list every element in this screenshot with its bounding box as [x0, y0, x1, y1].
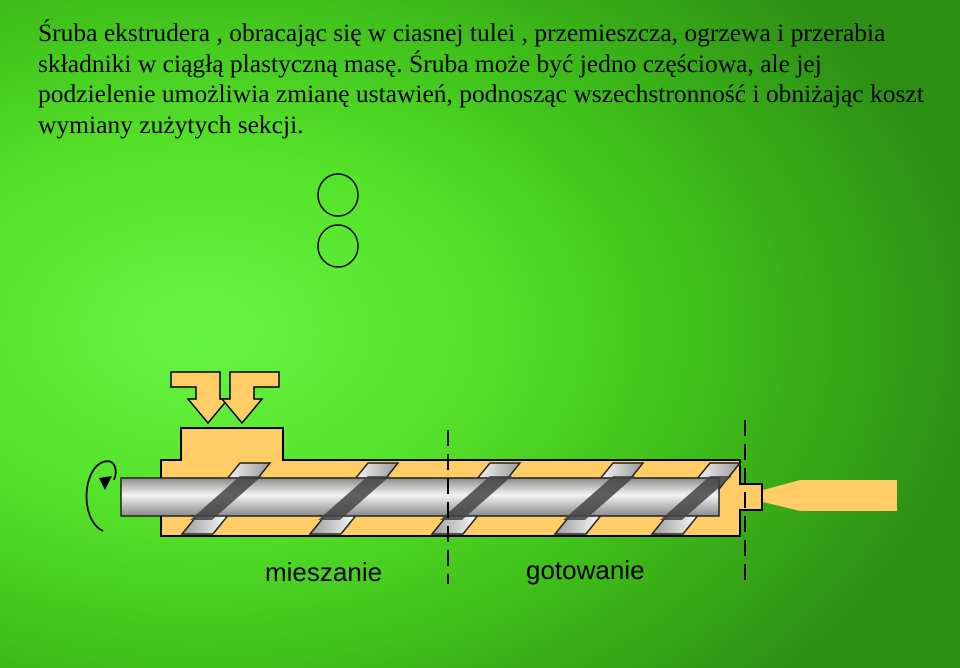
screw-flights-front	[190, 476, 732, 520]
rotation-arrow-icon	[85, 460, 117, 532]
die-outlet	[763, 480, 897, 511]
description-text: Śruba ekstrudera , obracając się w ciasn…	[38, 18, 924, 139]
feed-arrow-icon-right	[220, 371, 280, 425]
decorative-circle-bottom	[317, 224, 359, 268]
section-label-mixing: mieszanie	[265, 557, 382, 587]
decorative-circle-top	[317, 173, 359, 217]
feed-arrow-icon-left	[170, 371, 230, 425]
section-label-cooking: gotowanie	[526, 555, 645, 585]
